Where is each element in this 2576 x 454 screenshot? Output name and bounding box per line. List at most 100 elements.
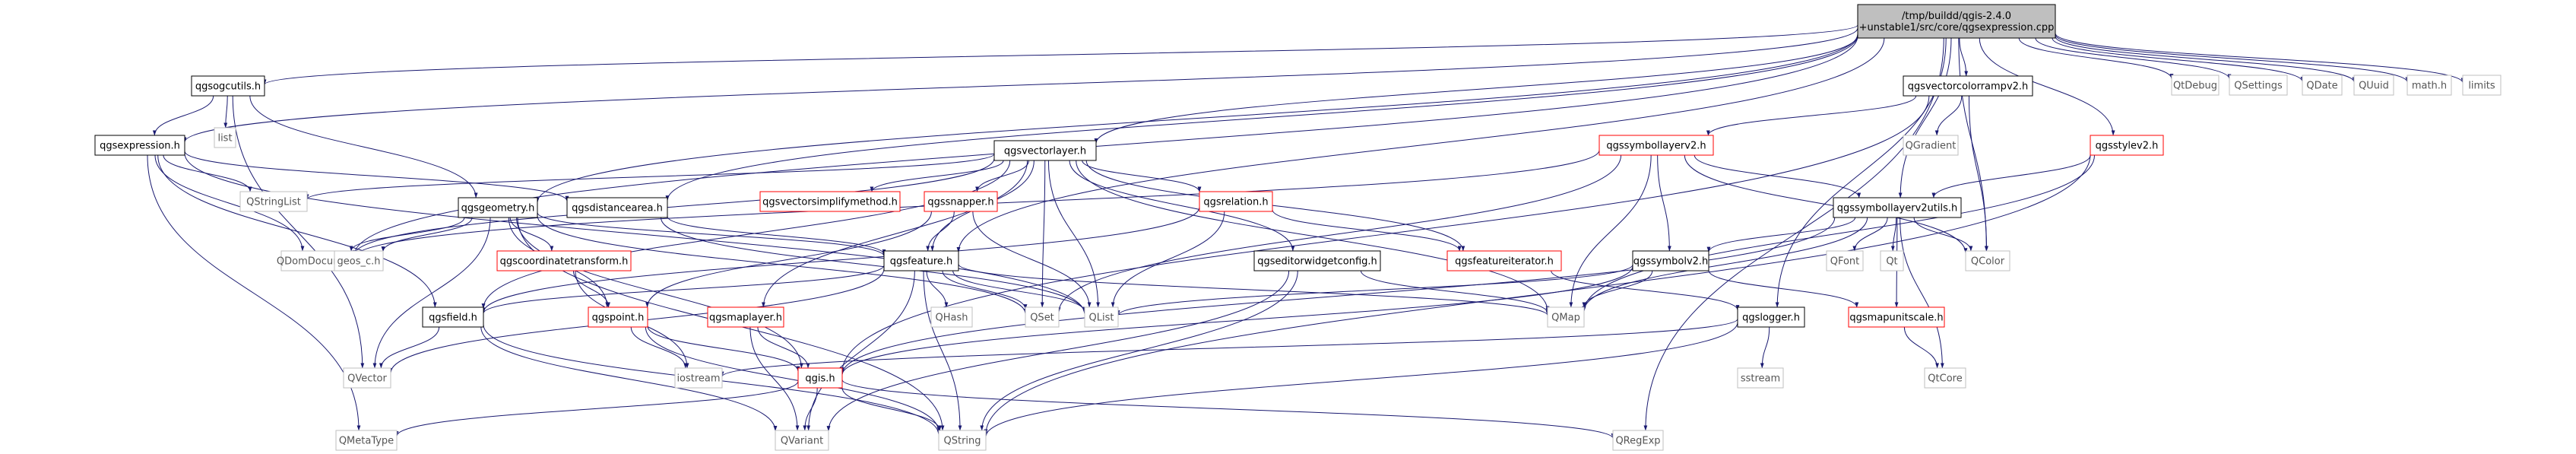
edge-qgsrelation_h-to-qgsfield_h	[481, 207, 1200, 313]
node-label: QDate	[2306, 81, 2337, 92]
edge-qgspoint_h-to-QString	[645, 326, 941, 433]
node-box	[1965, 250, 2010, 271]
node-qgsvectorsimplifymethod_h[interactable]: qgsvectorsimplifymethod.h	[759, 191, 901, 212]
edge-qgsvectorlayer_h-to-QList	[1047, 160, 1101, 308]
node-qgssymbolv2_h[interactable]: qgssymbolv2.h	[1632, 250, 1709, 271]
node-box	[2406, 75, 2452, 96]
node-QFont: QFont	[1826, 250, 1864, 271]
node-qgsrelation_h[interactable]: qgsrelation.h	[1199, 191, 1273, 212]
node-QVector: QVector	[343, 367, 391, 389]
node-qgsstylev2_h[interactable]: qgsstylev2.h	[2090, 135, 2164, 156]
edge-qgsvectorcolorrampv2_h-to-QGradient	[1934, 95, 1963, 136]
node-label: qgsvectorsimplifymethod.h	[762, 197, 898, 208]
edge-root-to-qgsfeature_h	[956, 37, 1885, 253]
node-iostream: iostream	[674, 367, 723, 389]
node-box	[2229, 75, 2288, 96]
node-qgsdistancearea_h[interactable]: qgsdistancearea.h	[566, 197, 668, 218]
edge-root-to-QDomDocument	[352, 35, 1858, 256]
edge-qgsvectorlayer_h-to-qgsmaplayer_h	[761, 160, 1028, 308]
edge-root-to-QColor	[1958, 37, 1988, 252]
node-qgslogger_h[interactable]: qgslogger.h	[1737, 306, 1805, 328]
node-label: qgsmaplayer.h	[709, 313, 782, 324]
edge-qgssymbollayerv2_h-to-qgssymbolv2_h	[1657, 154, 1671, 252]
node-box	[1833, 197, 1962, 218]
edge-qgsdistancearea_h-to-qgsfeature_h	[667, 216, 886, 255]
node-qgsfeature_h[interactable]: qgsfeature.h	[883, 250, 959, 271]
node-qgsvectorcolorrampv2_h[interactable]: qgsvectorcolorrampv2.h	[1903, 75, 2033, 97]
node-qgsmapunitscale_h[interactable]: qgsmapunitscale.h	[1848, 306, 1945, 328]
node-qgis_h[interactable]: qgis.h	[797, 367, 843, 389]
node-qgssymbollayerv2_h[interactable]: qgssymbollayerv2.h	[1599, 135, 1714, 156]
node-QMap: QMap	[1547, 306, 1585, 328]
node-label: geos_c.h	[337, 256, 381, 268]
edge-qgsgeometry_h-to-qgscoordinatetransform_h	[509, 217, 554, 252]
edge-root-to-qgsstylev2_h	[1979, 37, 2115, 136]
edge-qgsvectorlayer_h-to-qgsfield_h	[481, 160, 1011, 310]
node-box	[2462, 75, 2502, 96]
node-label: QtCore	[1928, 373, 1962, 385]
node-qgsfeatureiterator_h[interactable]: qgsfeatureiterator.h	[1446, 250, 1562, 271]
node-box	[1446, 250, 1562, 271]
node-label: qgslogger.h	[1742, 313, 1800, 324]
node-QStringList: QStringList	[239, 191, 308, 212]
node-box	[1612, 430, 1664, 451]
edge-qgsvectorlayer_h-to-QMap	[1076, 160, 1550, 312]
edge-qgsexpression_h-to-QList	[184, 153, 1087, 315]
node-root[interactable]: /tmp/buildd/qgis-2.4.0+unstable1/src/cor…	[1857, 4, 2056, 39]
node-qgsvectorlayer_h[interactable]: qgsvectorlayer.h	[993, 140, 1097, 161]
edge-qgis_h-to-QMetaType	[394, 380, 799, 437]
node-qgsmaplayer_h[interactable]: qgsmaplayer.h	[707, 306, 784, 328]
node-label: qgsvectorcolorrampv2.h	[1908, 81, 2029, 93]
node-box	[1903, 135, 1959, 156]
edge-root-to-qgsvectorcolorrampv2_h	[1959, 37, 1969, 77]
node-label: qgsgeometry.h	[461, 203, 535, 214]
node-qgseditorwidgetconfig_h[interactable]: qgseditorwidgetconfig.h	[1253, 250, 1381, 271]
node-qgsogcutils_h[interactable]: qgsogcutils.h	[191, 75, 265, 97]
edge-qgsfield_h-to-QVector	[379, 326, 440, 369]
node-label: qgsdistancearea.h	[572, 203, 663, 214]
node-label: QStringList	[246, 197, 301, 208]
node-label: qgsmapunitscale.h	[1849, 313, 1943, 324]
node-sstream: sstream	[1737, 367, 1784, 389]
edge-qgsmapunitscale_h-to-QtCore	[1903, 326, 1940, 369]
edge-qgscoordinatetransform_h-to-qgspoint_h	[572, 270, 610, 308]
node-qgsgeometry_h[interactable]: qgsgeometry.h	[458, 197, 538, 218]
node-qgsexpression_h[interactable]: qgsexpression.h	[94, 135, 185, 156]
node-qgscoordinatetransform_h[interactable]: qgscoordinatetransform.h	[496, 250, 632, 271]
node-box	[1737, 367, 1784, 389]
node-QDate: QDate	[2302, 75, 2343, 96]
edge-root-to-QSettings	[2035, 37, 2232, 80]
node-qgssnapper_h[interactable]: qgssnapper.h	[924, 191, 998, 212]
node-label: qgssymbollayerv2.h	[1606, 141, 1706, 152]
node-label: QString	[943, 436, 981, 447]
edge-qgsgeometry_h-to-QVector	[372, 217, 491, 369]
node-box	[924, 191, 998, 212]
node-qgssymbollayerv2utils_h[interactable]: qgssymbollayerv2utils.h	[1833, 197, 1962, 218]
edge-qgssymbollayerv2utils_h-to-QColor	[1913, 217, 1973, 252]
edge-qgssymbollayerv2_h-to-QSet	[1057, 154, 1622, 313]
edge-qgsvectorlayer_h-to-qgsfeatureiterator_h	[1085, 160, 1465, 252]
edge-qgsfeature_h-to-QSet	[942, 270, 1028, 310]
node-box	[883, 250, 959, 271]
edge-qgsexpression_h-to-qgsfield_h	[157, 154, 437, 308]
node-box	[1025, 306, 1060, 328]
edge-qgssnapper_h-to-qgspoint_h	[645, 211, 932, 308]
edge-qgis_h-to-QVariant	[803, 387, 818, 431]
node-qgspoint_h[interactable]: qgspoint.h	[588, 306, 648, 328]
edge-qgsgeometry_h-to-qgsfeature_h	[537, 212, 886, 257]
node-box	[1547, 306, 1585, 328]
node-box	[938, 430, 987, 451]
edge-qgssymbollayerv2_h-to-QMap	[1569, 154, 1652, 308]
edge-qgsogcutils_h-to-qgsexpression_h	[152, 95, 214, 136]
edge-qgsexpression_h-to-QDomDocument	[154, 154, 305, 252]
edge-qgspoint_h-to-qgis_h	[647, 325, 800, 372]
node-box	[759, 191, 901, 212]
node-label: qgsexpression.h	[100, 141, 180, 152]
edge-root-to-math_h	[2055, 34, 2410, 83]
edge-qgsvectorcolorrampv2_h-to-qgis_h	[840, 95, 1930, 373]
node-box	[2302, 75, 2343, 96]
edge-qgseditorwidgetconfig_h-to-QMap	[1360, 270, 1550, 313]
node-box	[1253, 250, 1381, 271]
node-qgsfield_h[interactable]: qgsfield.h	[422, 306, 484, 328]
edge-qgsfield_h-to-QVariant	[480, 326, 778, 431]
